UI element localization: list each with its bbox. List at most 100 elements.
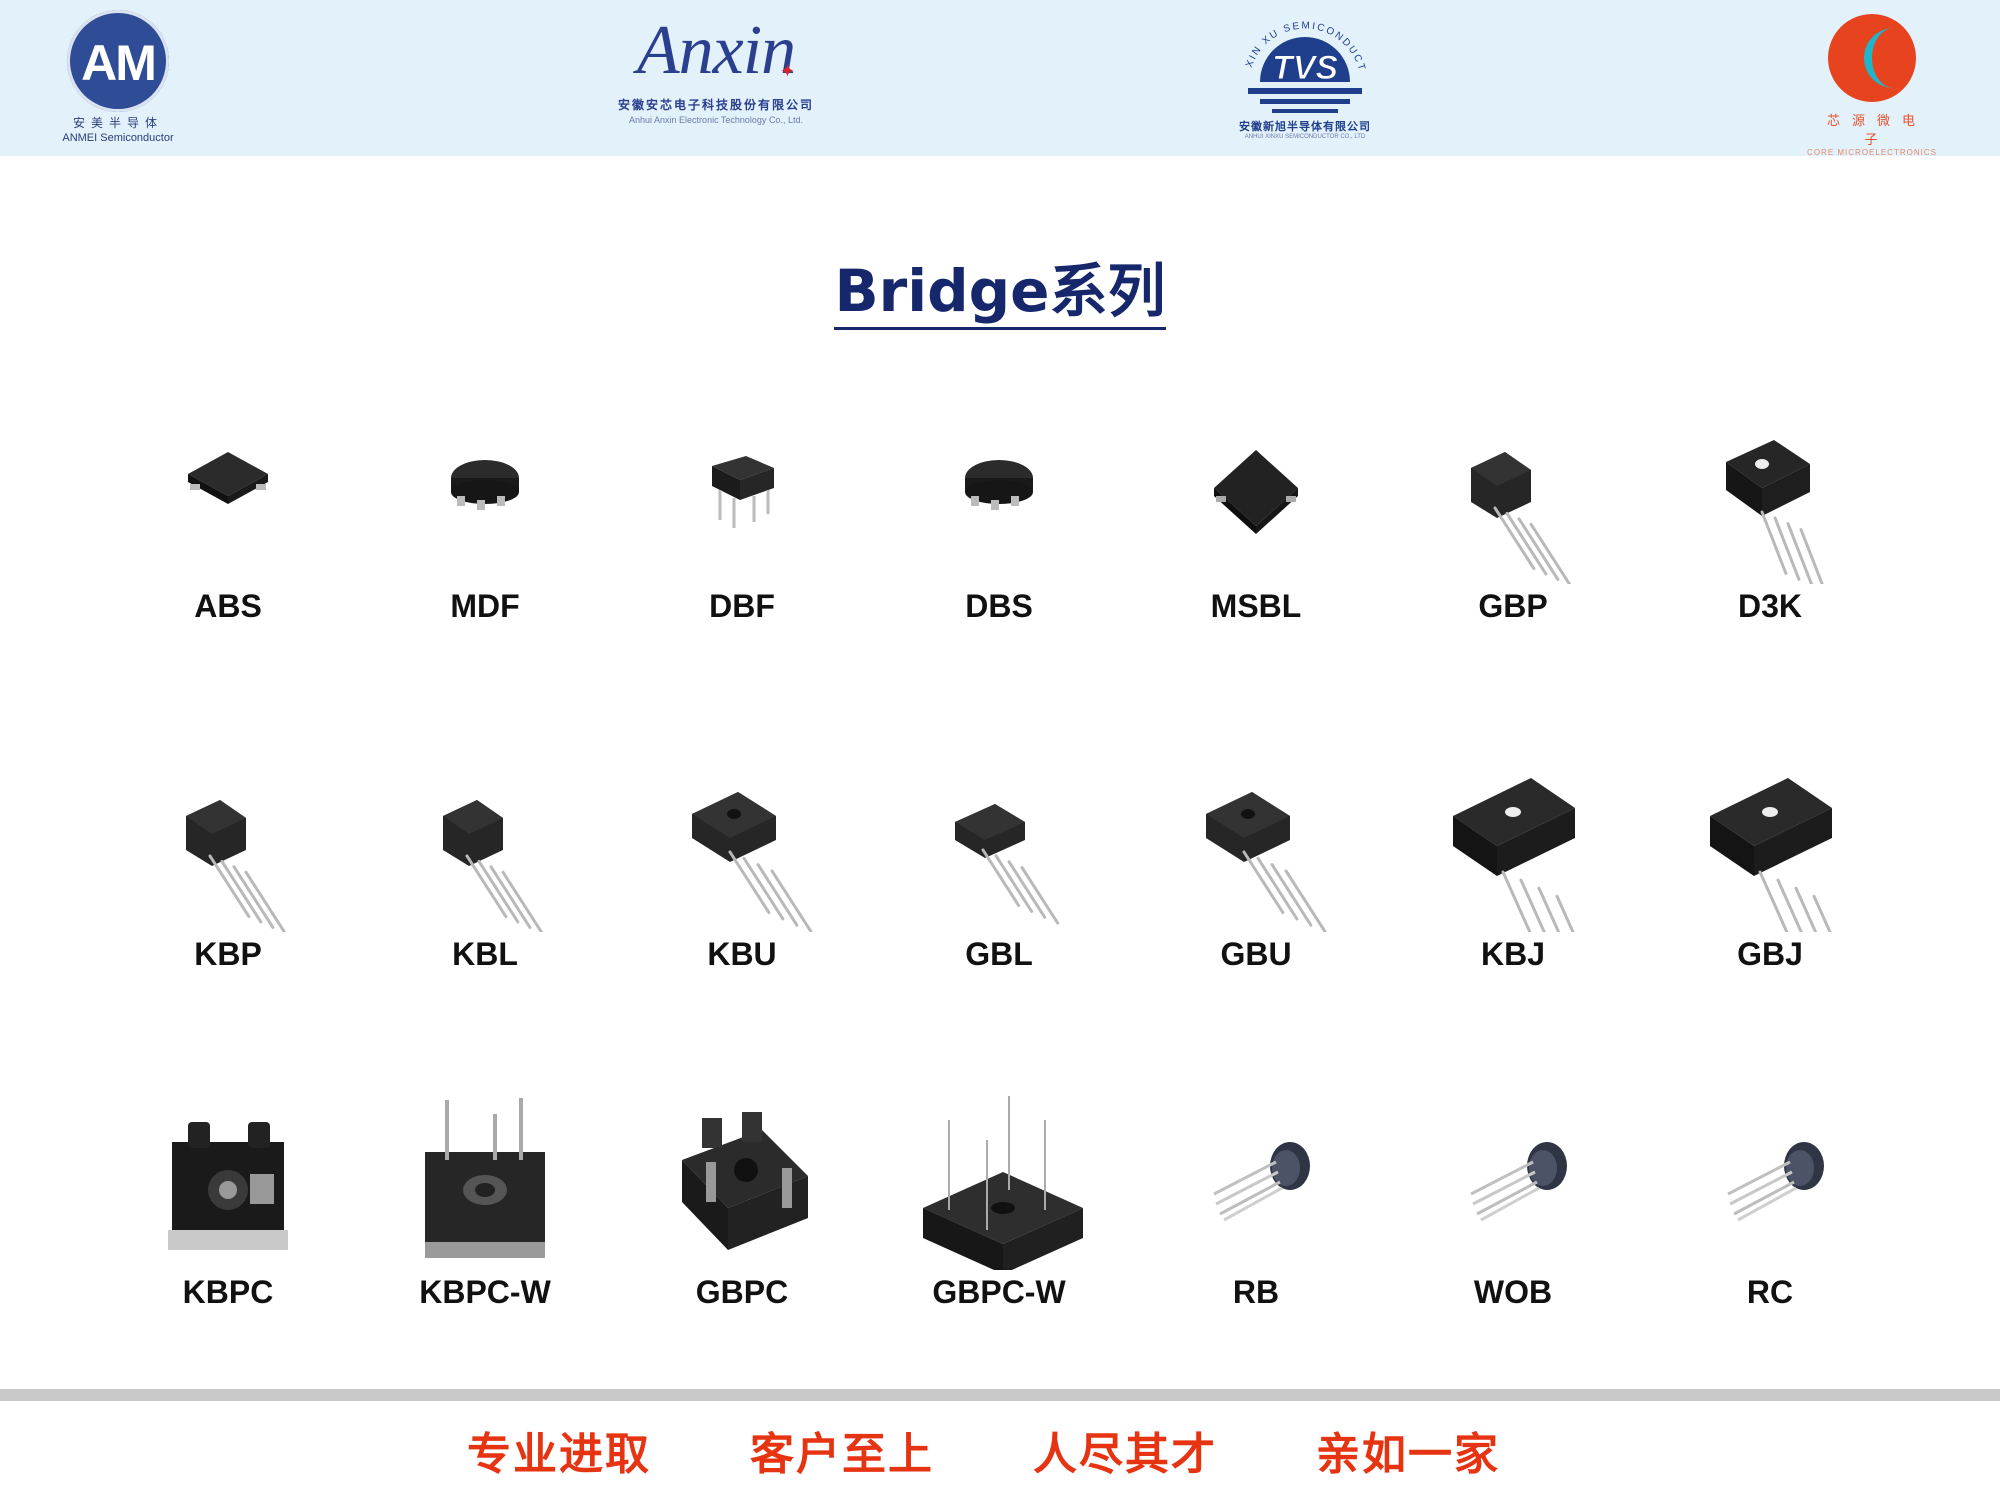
product-gbl: GBL bbox=[899, 752, 1099, 973]
product-image bbox=[642, 752, 842, 932]
package-icon bbox=[1470, 1142, 1567, 1222]
product-gbu: GBU bbox=[1156, 752, 1356, 973]
product-label: MDF bbox=[450, 588, 520, 624]
package-icon bbox=[692, 792, 813, 932]
product-label: GBP bbox=[1478, 588, 1548, 624]
product-label: KBP bbox=[194, 936, 262, 972]
product-image bbox=[1156, 752, 1356, 932]
xinxu-tvs-logo: XIN XU SEMICONDUCTOR TVS 安徽新旭半导体有限公司 ANH… bbox=[1220, 4, 1390, 152]
package-icon bbox=[965, 460, 1033, 510]
product-dbs: DBS bbox=[899, 404, 1099, 625]
package-icon bbox=[443, 800, 544, 932]
tvs-logo-icon: XIN XU SEMICONDUCTOR TVS bbox=[1230, 4, 1365, 113]
product-label: D3K bbox=[1737, 588, 1802, 624]
product-image bbox=[128, 752, 328, 932]
core-logo-cn: 芯源微电子 bbox=[1826, 114, 1927, 148]
product-image bbox=[899, 1090, 1099, 1270]
anmei-logo-icon: AM bbox=[67, 10, 169, 112]
slogan: 人尽其才 bbox=[1033, 1429, 1217, 1480]
product-image bbox=[899, 752, 1099, 932]
package-icon bbox=[1453, 778, 1575, 932]
product-label: KBL bbox=[452, 936, 518, 972]
product-label: RB bbox=[1232, 1274, 1280, 1310]
product-image bbox=[385, 404, 585, 584]
product-dbf: DBF bbox=[642, 404, 842, 625]
header-band: AM 安美半导体 ANMEI Semiconductor Anxin✦ 安徽安芯… bbox=[0, 0, 2000, 157]
product-label: GBU bbox=[1220, 936, 1292, 972]
product-image bbox=[1413, 404, 1613, 584]
anxin-logo-en: Anhui Anxin Electronic Technology Co., L… bbox=[629, 115, 803, 125]
package-icon bbox=[923, 1096, 1083, 1270]
package-icon bbox=[186, 800, 287, 932]
product-gbj: GBJ bbox=[1670, 752, 1870, 973]
package-icon bbox=[1206, 792, 1327, 932]
product-kbj: KBJ bbox=[1413, 752, 1613, 973]
package-icon bbox=[425, 1098, 545, 1258]
anmei-logo-mark: AM bbox=[81, 35, 157, 91]
product-image bbox=[1670, 404, 1870, 584]
product-image bbox=[385, 752, 585, 932]
product-label: DBS bbox=[965, 588, 1033, 624]
package-icon bbox=[712, 456, 774, 528]
product-image bbox=[1156, 1090, 1356, 1270]
package-icon bbox=[451, 460, 519, 510]
star-icon: ✦ bbox=[779, 61, 795, 81]
package-icon bbox=[1213, 1142, 1310, 1222]
product-gbpc-w: GBPC-W bbox=[899, 1090, 1099, 1311]
page-title: Bridge系列 bbox=[0, 244, 2000, 330]
product-d3k: D3K bbox=[1670, 404, 1870, 625]
product-label: KBU bbox=[707, 936, 777, 972]
anmei-logo: AM 安美半导体 ANMEI Semiconductor bbox=[52, 10, 184, 146]
slogan: 专业进取 bbox=[467, 1429, 651, 1480]
product-kbpc: KBPC bbox=[128, 1090, 328, 1311]
package-icon bbox=[1710, 778, 1832, 932]
product-image bbox=[1156, 404, 1356, 584]
product-msbl: MSBL bbox=[1156, 404, 1356, 625]
product-kbpc-w: KBPC-W bbox=[385, 1090, 585, 1311]
product-image bbox=[128, 404, 328, 584]
anxin-logo: Anxin✦ 安徽安芯电子科技股份有限公司 Anhui Anxin Electr… bbox=[608, 6, 824, 146]
product-label: WOB bbox=[1473, 1274, 1553, 1310]
footer-slogans: 专业进取 客户至上 人尽其才 亲如一家 bbox=[0, 1418, 2000, 1488]
product-kbp: KBP bbox=[128, 752, 328, 973]
product-image bbox=[1413, 752, 1613, 932]
product-label: GBJ bbox=[1737, 936, 1803, 972]
core-micro-logo: 芯源微电子 CORE MICROELECTRONICS bbox=[1806, 8, 1938, 157]
product-gbp: GBP bbox=[1413, 404, 1613, 625]
anxin-logo-cn: 安徽安芯电子科技股份有限公司 bbox=[617, 98, 814, 112]
anmei-logo-en: ANMEI Semiconductor bbox=[62, 132, 174, 144]
product-label: ABS bbox=[194, 588, 262, 624]
product-image bbox=[1670, 752, 1870, 932]
product-mdf: MDF bbox=[385, 404, 585, 625]
product-label: KBPC bbox=[182, 1274, 274, 1310]
footer-divider bbox=[0, 1389, 2000, 1401]
product-image bbox=[128, 1090, 328, 1270]
package-icon bbox=[1214, 450, 1298, 534]
product-image bbox=[642, 404, 842, 584]
product-label: GBL bbox=[965, 936, 1033, 972]
anmei-logo-cn: 安美半导体 bbox=[72, 116, 163, 130]
slogan: 亲如一家 bbox=[1316, 1429, 1500, 1480]
product-label: KBPC-W bbox=[419, 1274, 551, 1310]
package-icon bbox=[682, 1112, 808, 1250]
product-rb: RB bbox=[1156, 1090, 1356, 1311]
package-icon bbox=[955, 804, 1060, 925]
core-logo-en: CORE MICROELECTRONICS bbox=[1807, 148, 1937, 157]
package-icon bbox=[1726, 440, 1824, 584]
product-image bbox=[385, 1090, 585, 1270]
product-kbu: KBU bbox=[642, 752, 842, 973]
product-label: GBPC bbox=[695, 1274, 789, 1310]
slogan: 客户至上 bbox=[750, 1429, 934, 1480]
product-label: RC bbox=[1746, 1274, 1794, 1310]
product-rc: RC bbox=[1670, 1090, 1870, 1311]
product-label: MSBL bbox=[1210, 588, 1302, 624]
product-image bbox=[1413, 1090, 1613, 1270]
product-kbl: KBL bbox=[385, 752, 585, 973]
product-label: GBPC-W bbox=[932, 1274, 1066, 1310]
tvs-logo-mark: TVS bbox=[1272, 49, 1338, 87]
package-icon bbox=[188, 452, 268, 504]
core-logo-icon bbox=[1828, 14, 1916, 102]
product-image bbox=[642, 1090, 842, 1270]
tvs-logo-cn: 安徽新旭半导体有限公司 bbox=[1239, 120, 1371, 133]
